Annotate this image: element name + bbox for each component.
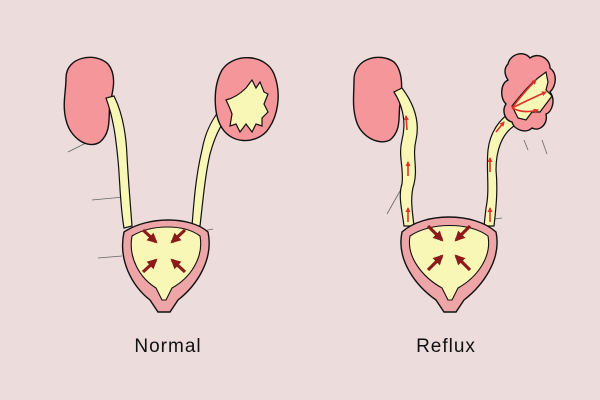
reflux-backflow-arrows [403,79,547,222]
backflow-right-3 [495,121,505,133]
normal-system [63,56,279,313]
arrow-normal-lower-left [141,258,158,274]
backflow-kidney-middle [511,91,547,109]
arrow-reflux-upper-right [454,224,472,242]
reflux-left-kidney [352,56,403,143]
backflow-kidney-lower [511,107,539,114]
right-kidney-pelvis [225,78,269,134]
arrow-normal-lower-right [170,258,187,274]
reflux-right-ureter [483,109,523,227]
arrow-normal-upper-right [170,228,187,244]
left-kidney [63,56,115,146]
backflow-left-3 [403,114,409,131]
reflux-bladder-lumen [408,224,490,301]
arrow-reflux-upper-left [426,224,444,242]
reflux-caption: Reflux [416,336,476,357]
normal-caption: Normal [134,336,202,357]
normal-pressure-arrows [141,228,187,274]
left-ureter [105,95,133,229]
arrow-reflux-lower-left [426,254,444,272]
arrow-reflux-lower-right [454,254,472,272]
normal-bladder-lumen [130,226,202,301]
backflow-kidney-upper [511,79,537,109]
arrow-normal-upper-left [141,228,158,244]
reflux-pressure-arrows [426,224,472,272]
reflux-system [352,53,556,313]
